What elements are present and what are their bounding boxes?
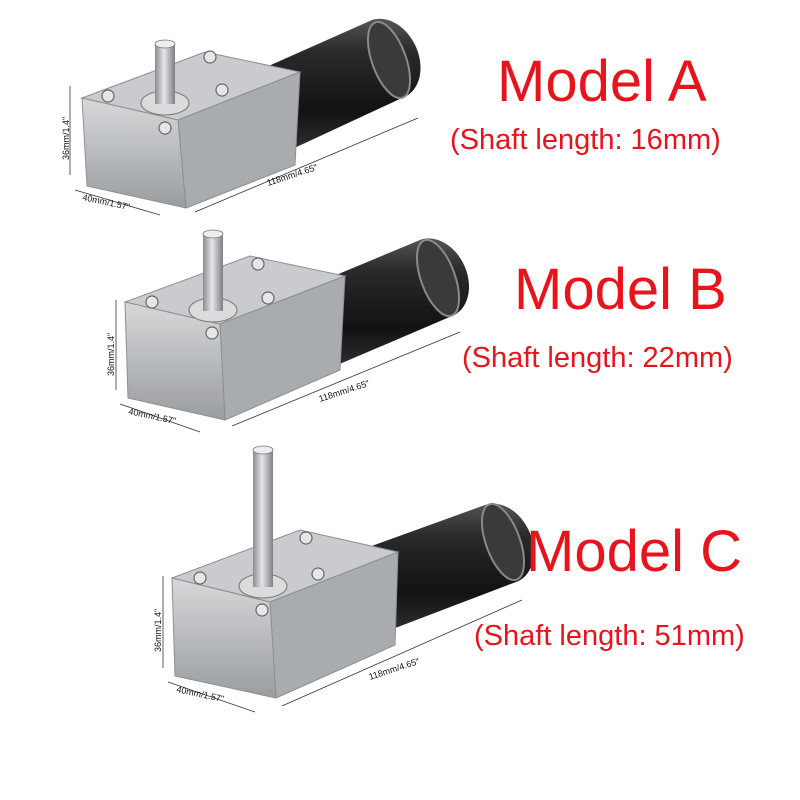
height-dimension-label: 36mm/1.4" — [153, 609, 163, 652]
length-dimension-label: 118mm/4.65" — [318, 378, 371, 404]
output-shaft — [203, 234, 223, 311]
width-dimension-label: 40mm/1.57" — [82, 192, 131, 212]
gearbox-front — [171, 577, 277, 699]
model-a-panel: 36mm/1.4" 40mm/1.57" 118mm/4.65" Model A… — [0, 0, 800, 260]
width-dimension-label: 40mm/1.57" — [176, 684, 225, 704]
model-c-title: Model C — [526, 519, 742, 584]
output-shaft — [253, 450, 273, 587]
model-b-title: Model B — [514, 257, 727, 322]
model-a-title: Model A — [497, 49, 707, 114]
width-dimension-label: 40mm/1.57" — [128, 406, 177, 426]
height-dimension-label: 36mm/1.4" — [106, 333, 116, 376]
length-dimension-label: 118mm/4.65" — [368, 656, 421, 682]
model-a-motor-image: 36mm/1.4" 40mm/1.57" 118mm/4.65" — [61, 18, 421, 216]
model-b-motor-image: 36mm/1.4" 40mm/1.57" 118mm/4.65" — [106, 229, 470, 433]
model-b-shaft-length: (Shaft length: 22mm) — [462, 342, 733, 374]
model-a-shaft-length: (Shaft length: 16mm) — [450, 124, 721, 156]
height-dimension-label: 36mm/1.4" — [61, 117, 71, 160]
model-b-panel: 36mm/1.4" 40mm/1.57" 118mm/4.65" Model B… — [0, 220, 800, 480]
model-c-panel: 36mm/1.4" 40mm/1.57" 118mm/4.65" Model C… — [0, 430, 800, 713]
output-shaft — [155, 44, 175, 104]
model-c-shaft-length: (Shaft length: 51mm) — [474, 620, 745, 652]
model-c-motor-image: 36mm/1.4" 40mm/1.57" 118mm/4.65" — [153, 445, 534, 713]
gearbox-front — [124, 301, 226, 421]
